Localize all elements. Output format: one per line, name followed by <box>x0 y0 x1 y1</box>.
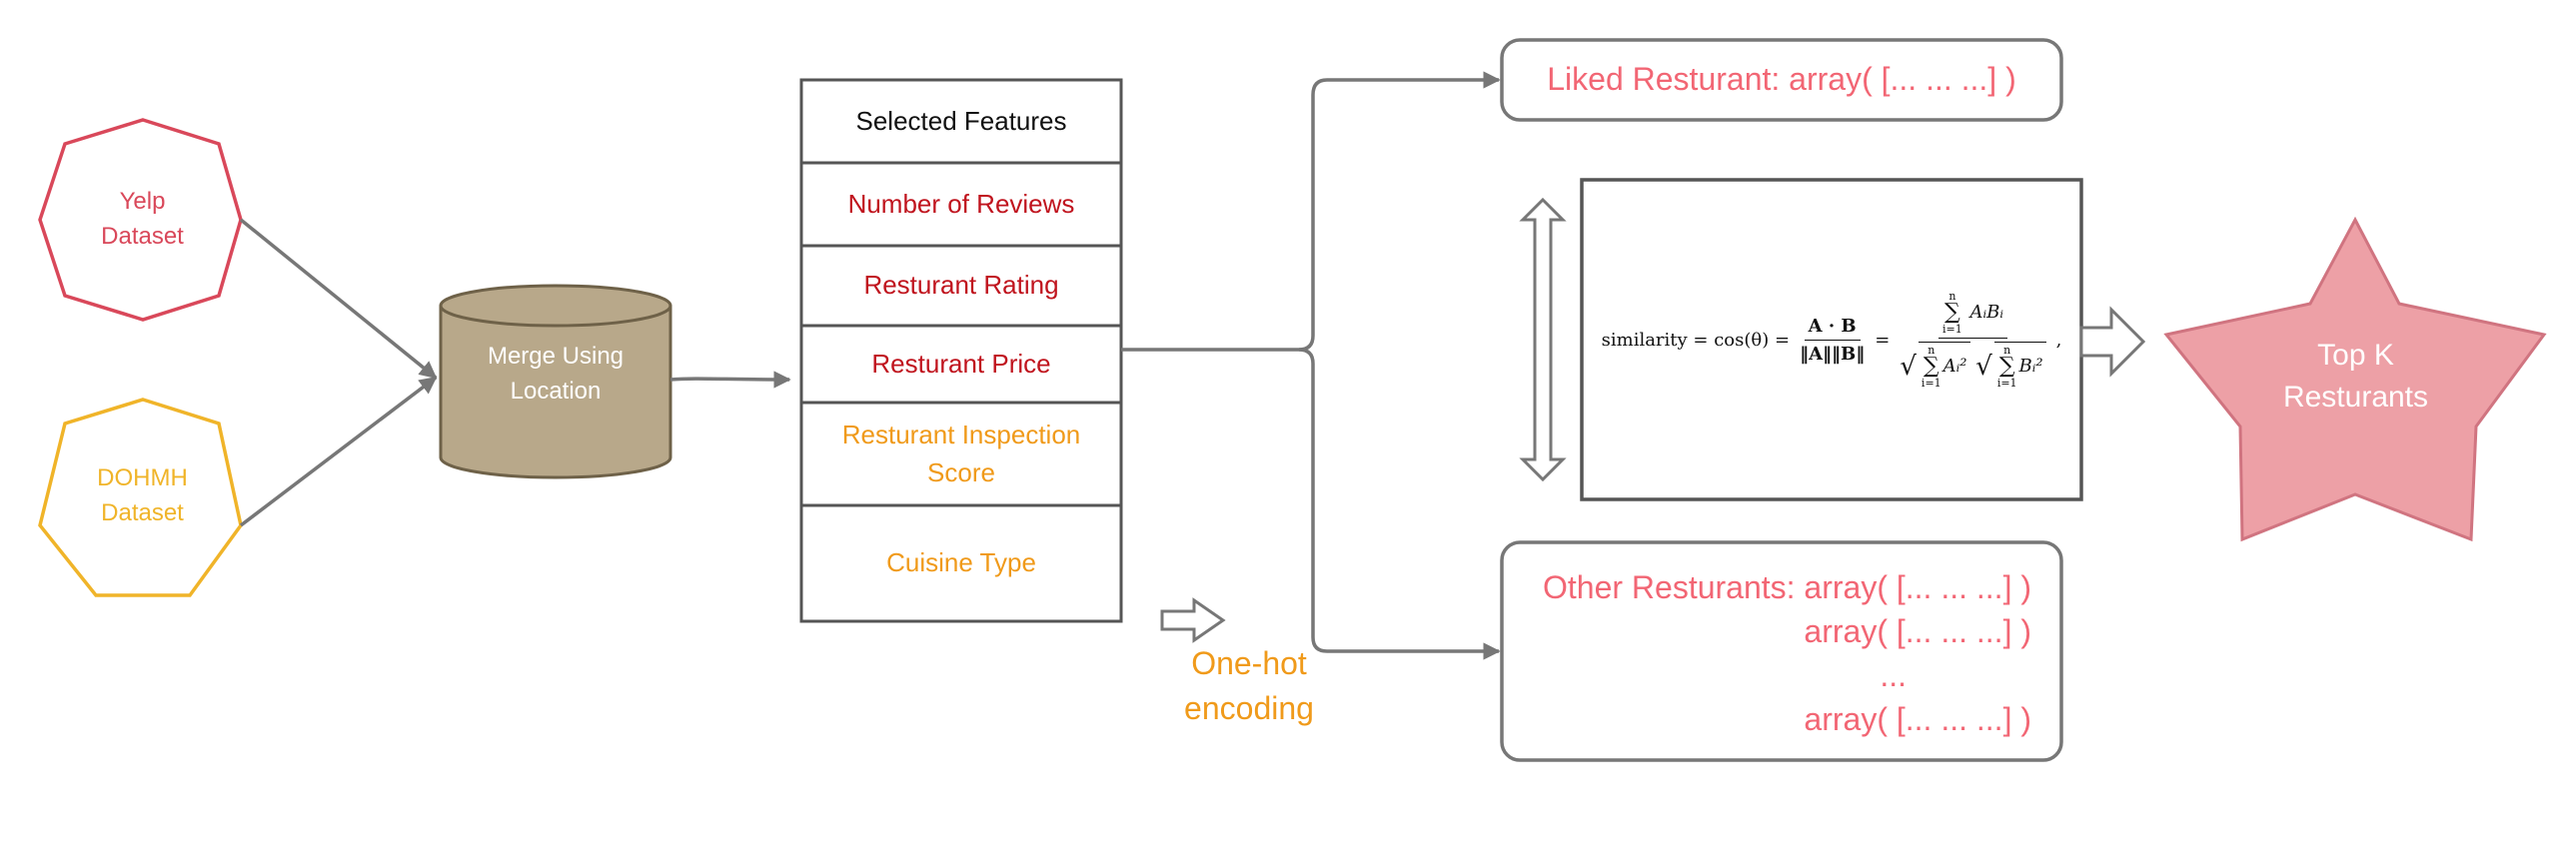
sum-a-icon: n∑i=1 <box>1922 345 1941 389</box>
other-array-line3: ... <box>1880 657 1907 693</box>
formula-dot-numerator: A · B <box>1804 316 1861 341</box>
dohmh-dataset-label: DOHMH Dataset <box>60 461 225 531</box>
feature-resturant-price: Resturant Price <box>871 348 1051 379</box>
feature-cuisine-type: Cuisine Type <box>886 547 1036 578</box>
onehot-arrow-icon <box>1160 597 1226 643</box>
yelp-dataset-label: Yelp Dataset <box>60 185 225 255</box>
yelp-dataset-shape <box>38 118 243 322</box>
top-k-star-shape <box>2163 216 2547 542</box>
sum-b-top: n <box>2003 344 2011 357</box>
dohmh-label-line2: Dataset <box>101 498 184 526</box>
features-brace-connector-lower <box>1298 348 1501 660</box>
formula-dot-denominator: ‖A‖‖B‖ <box>1800 343 1866 365</box>
formula-lhs: similarity = cos(θ) = <box>1601 329 1791 351</box>
top-k-label: Top K Resturants <box>2248 335 2463 419</box>
features-table-frame <box>799 78 1123 623</box>
other-array-line1: Other Resturants: array( [... ... ...] ) <box>1542 569 2031 605</box>
feature-inspection-score: Resturant Inspection Score <box>801 403 1121 505</box>
merge-label-line2: Location <box>510 377 602 405</box>
formula-trailing-comma: , <box>2055 329 2062 351</box>
double-arrow-icon <box>1519 197 1567 482</box>
yelp-to-merge-connector <box>239 218 438 380</box>
liked-array-box <box>1500 38 2063 122</box>
result-arrow-icon <box>2079 306 2146 378</box>
top-k-label-line1: Top K <box>2317 339 2394 372</box>
other-array-box <box>1500 540 2063 762</box>
sum-a-sigma: ∑ <box>1923 354 1939 379</box>
sum-b-bottom: i=1 <box>1996 377 2017 390</box>
formula-den-b: Bᵢ² <box>2018 356 2043 377</box>
sum-sigma: ∑ <box>1944 300 1960 325</box>
formula-numerator-term: AᵢBᵢ <box>1969 302 2003 323</box>
sum-b-icon: n∑i=1 <box>1997 345 2017 389</box>
sum-symbol-icon: n ∑ i=1 <box>1942 291 1962 335</box>
sum-top: n <box>1948 290 1956 303</box>
feature-inspection-line1: Resturant Inspection <box>841 419 1081 449</box>
sum-b-sigma: ∑ <box>1998 354 2015 379</box>
sum-a-top: n <box>1928 344 1935 357</box>
yelp-label-line1: Yelp <box>119 188 166 215</box>
feature-number-of-reviews: Number of Reviews <box>847 188 1075 219</box>
liked-array-text: Liked Resturant: array( [... ... ...] ) <box>1547 61 2016 97</box>
onehot-label: One-hot encoding <box>1164 641 1334 731</box>
formula-dot-fraction: A · B ‖A‖‖B‖ <box>1796 316 1869 365</box>
feature-inspection-line2: Score <box>927 456 995 487</box>
merge-cylinder <box>439 284 672 479</box>
features-brace-connector <box>1121 71 1501 352</box>
formula-sum-numerator: n ∑ i=1 AᵢBᵢ <box>1938 291 2007 339</box>
sqrt-b-icon: √ <box>1975 352 1992 382</box>
top-k-label-line2: Resturants <box>2282 381 2429 414</box>
dohmh-to-merge-connector <box>239 376 438 527</box>
features-header: Selected Features <box>855 105 1067 136</box>
sum-a-bottom: i=1 <box>1921 377 1941 390</box>
other-array-line2: array( [... ... ...] ) <box>1804 613 2031 649</box>
other-array-text: Other Resturants: array( [... ... ...] )… <box>1502 565 2031 741</box>
merge-label: Merge Using Location <box>450 340 661 410</box>
cosine-similarity-formula: similarity = cos(θ) = A · B ‖A‖‖B‖ = n ∑… <box>1582 180 2081 499</box>
merge-label-line1: Merge Using <box>487 343 625 370</box>
dohmh-dataset-shape <box>38 398 243 597</box>
dohmh-label-line1: DOHMH <box>97 464 188 491</box>
yelp-label-line2: Dataset <box>101 222 184 250</box>
formula-den-a: Aᵢ² <box>1942 356 1967 377</box>
sqrt-a-icon: √ <box>1900 352 1917 382</box>
feature-resturant-rating: Resturant Rating <box>863 270 1059 301</box>
sum-bottom: i=1 <box>1942 323 1962 336</box>
formula-equals: = <box>1875 329 1891 351</box>
merge-to-features-connector <box>669 371 791 389</box>
other-array-line4: array( [... ... ...] ) <box>1804 701 2031 737</box>
onehot-label-line1: One-hot <box>1191 645 1307 681</box>
onehot-label-line2: encoding <box>1184 689 1314 726</box>
